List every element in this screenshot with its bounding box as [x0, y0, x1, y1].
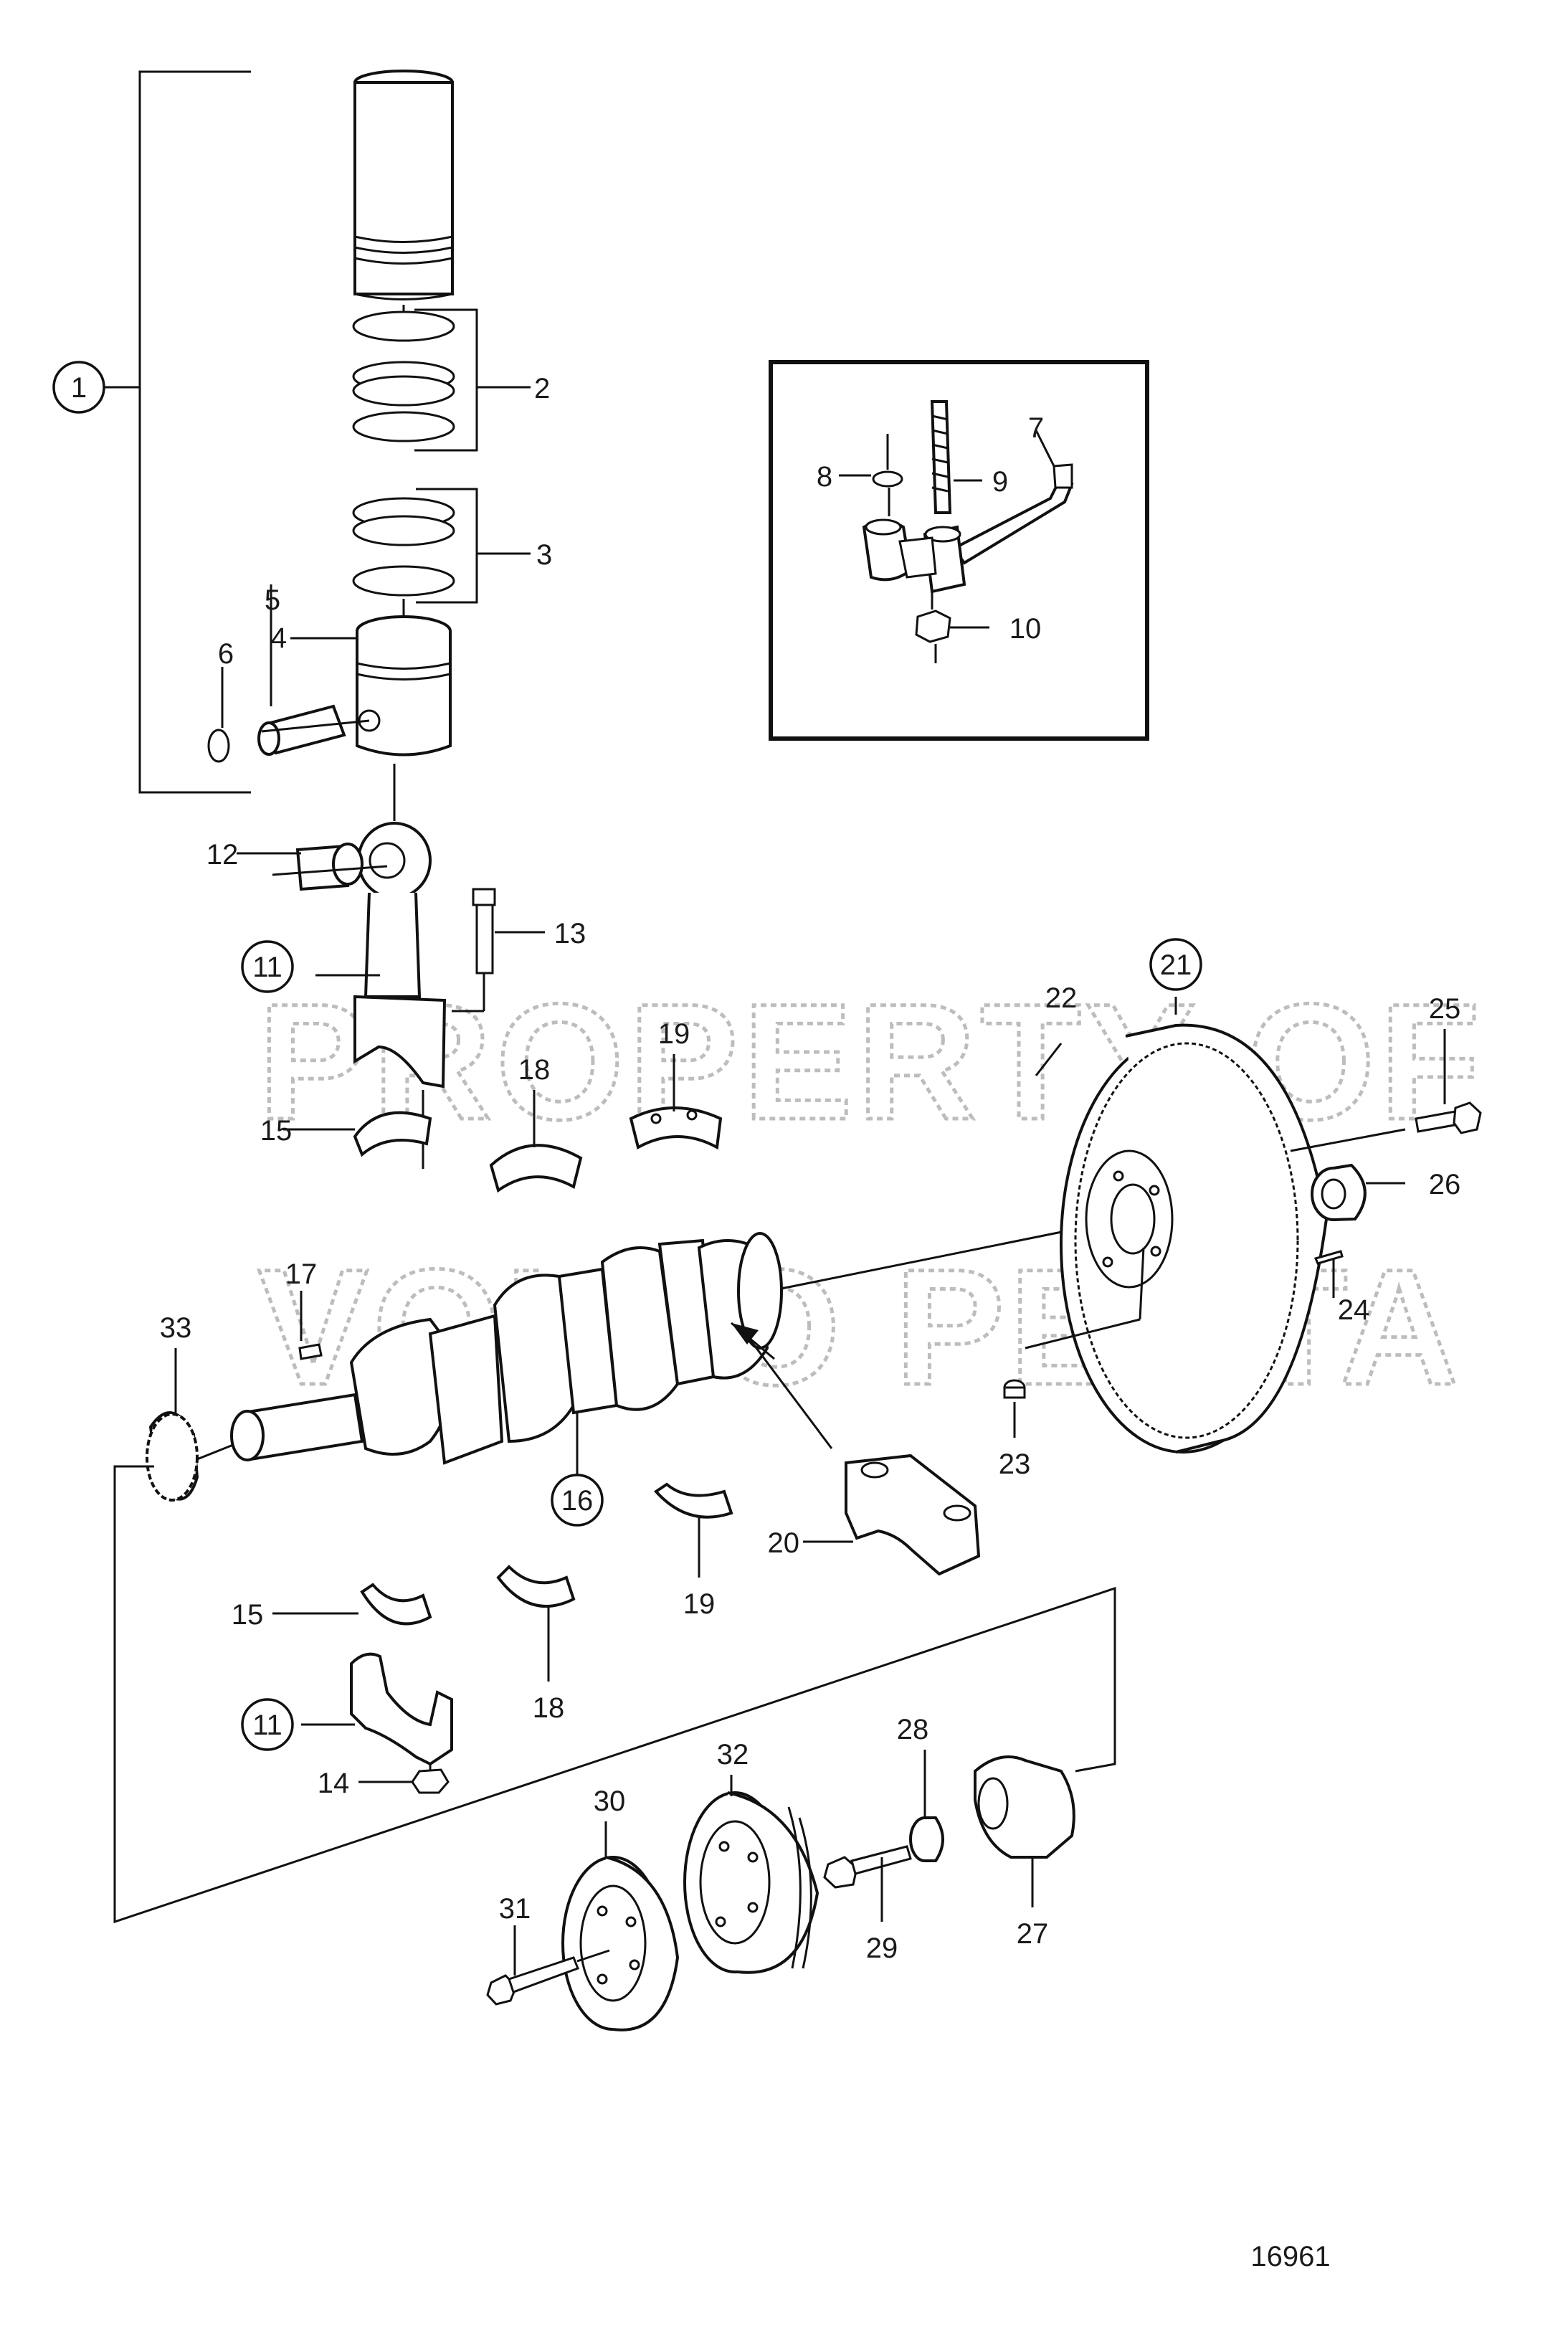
crankshaft-key	[298, 1291, 323, 1360]
callout-6: 6	[218, 638, 234, 670]
inset-oil-nozzle	[769, 360, 1149, 741]
pulley-32	[683, 1775, 819, 1974]
reference-number: 16961	[1250, 2241, 1330, 2272]
callout-21-label: 21	[1160, 949, 1192, 981]
pulley-bolt-29	[823, 1845, 912, 1922]
callout-11-lower: 11	[241, 1698, 294, 1751]
callout-27: 27	[1017, 1918, 1049, 1950]
pilot-bearing	[1311, 1163, 1405, 1221]
main-bearing-lower-18	[496, 1565, 576, 1682]
connecting-rod-nut	[358, 1768, 450, 1794]
circlip	[207, 667, 230, 763]
main-bearing-cap	[803, 1454, 981, 1576]
connecting-rod	[315, 822, 447, 1169]
callout-4: 4	[271, 622, 287, 654]
callout-1-label: 1	[71, 372, 87, 404]
callout-16: 16	[551, 1474, 604, 1527]
big-end-bearing-lower	[272, 1583, 432, 1626]
callout-21: 21	[1149, 938, 1202, 991]
callout-23: 23	[999, 1448, 1031, 1480]
piston	[290, 599, 452, 821]
callout-33: 33	[160, 1312, 192, 1344]
dowel-pin	[1003, 1379, 1026, 1438]
callout-18-lower: 18	[533, 1692, 565, 1724]
callout-18-upper: 18	[518, 1054, 551, 1086]
main-bearing-upper-18	[489, 1090, 583, 1193]
callout-9: 9	[992, 466, 1008, 498]
thrust-bearing-upper-19	[629, 1054, 723, 1150]
flywheel	[1025, 997, 1406, 1454]
callout-11a-label: 11	[252, 952, 282, 983]
thrust-bearing-lower-19	[653, 1482, 733, 1578]
small-end-bushing	[237, 843, 388, 891]
callout-12: 12	[206, 839, 239, 871]
callout-16-label: 16	[561, 1485, 594, 1517]
callout-13: 13	[554, 918, 586, 949]
callout-15-upper: 15	[260, 1115, 293, 1147]
front-group-bracket	[113, 1465, 1116, 1924]
callout-30: 30	[594, 1786, 626, 1817]
callout-24: 24	[1338, 1294, 1370, 1326]
callout-11-upper: 11	[241, 940, 294, 993]
connecting-rod-bolt	[452, 888, 545, 1013]
callout-22: 22	[1045, 982, 1078, 1014]
crankshaft-hub	[974, 1755, 1075, 1907]
piston-rings-compression	[352, 308, 531, 452]
callout-31: 31	[499, 1893, 531, 1925]
callout-3: 3	[536, 539, 552, 571]
callout-19-upper: 19	[658, 1018, 690, 1050]
flywheel-pin	[1313, 1250, 1344, 1298]
big-end-bearing-upper	[283, 1111, 432, 1157]
cylinder-liner	[353, 70, 454, 319]
washer-28	[909, 1750, 944, 1862]
group-1-bracket	[104, 70, 251, 794]
callout-14: 14	[318, 1768, 350, 1799]
callout-25: 25	[1429, 993, 1461, 1025]
connecting-rod-cap	[301, 1652, 453, 1771]
callout-19-lower: 19	[683, 1588, 716, 1620]
pulley-bolt-31	[486, 1925, 610, 2006]
callout-10: 10	[1009, 613, 1042, 645]
callout-28: 28	[897, 1714, 929, 1745]
piston-pin	[257, 584, 370, 756]
flywheel-bolt	[1415, 1029, 1482, 1134]
callout-32: 32	[717, 1739, 749, 1770]
crankshaft	[230, 1218, 1126, 1477]
callout-15-lower: 15	[232, 1599, 264, 1631]
pulley-30	[561, 1821, 680, 2031]
callout-11b-label: 11	[252, 1710, 282, 1741]
callout-29: 29	[866, 1933, 898, 1964]
callout-2: 2	[534, 373, 550, 404]
callout-20: 20	[768, 1527, 800, 1559]
piston-rings-oil	[352, 488, 531, 604]
callout-5: 5	[265, 584, 280, 616]
crankshaft-gear	[146, 1348, 234, 1502]
callout-7: 7	[1028, 412, 1044, 444]
callout-8: 8	[817, 461, 832, 493]
callout-26: 26	[1429, 1169, 1461, 1200]
callout-1: 1	[52, 361, 105, 414]
callout-17: 17	[285, 1258, 318, 1290]
